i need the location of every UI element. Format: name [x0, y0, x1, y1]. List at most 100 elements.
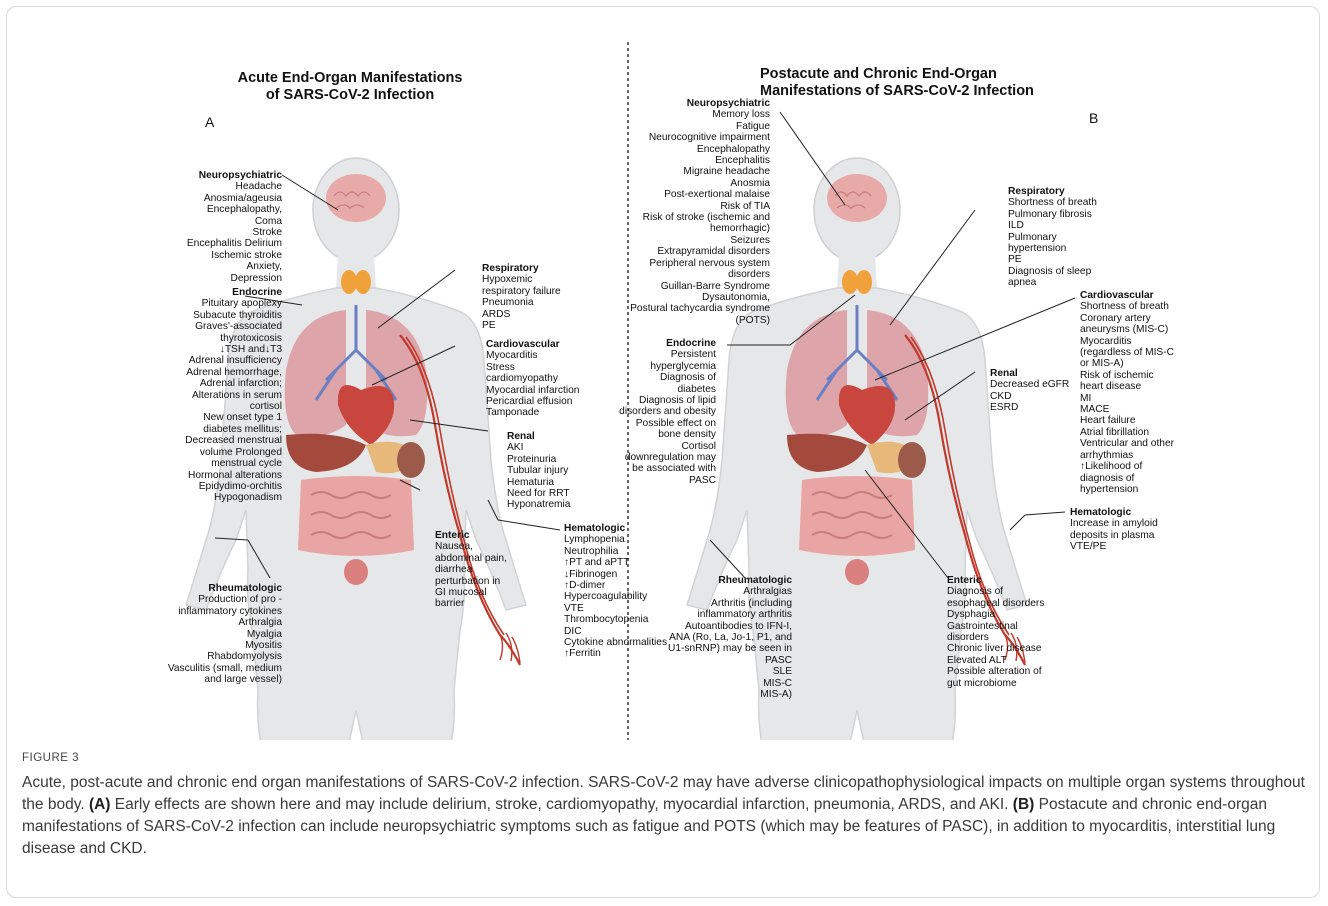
block-item: hyperglycemia	[619, 361, 716, 372]
block-item: Decreased eGFR	[990, 379, 1069, 390]
block-item: Anosmia	[630, 178, 770, 189]
block-item: Hypogonadism	[185, 492, 282, 503]
block-item: Gastrointestinal	[947, 621, 1044, 632]
block-heading: Endocrine	[185, 287, 282, 298]
block-item: Hypoxemic	[482, 274, 561, 285]
block-item: Pituitary apoplexy	[185, 298, 282, 309]
block-item: CKD	[990, 391, 1069, 402]
panel-a-hematologic: Hematologic Lymphopenia Neutrophilia ↑PT…	[564, 523, 667, 660]
block-item: Lymphopenia	[564, 534, 667, 545]
block-item: Peripheral nervous system	[630, 258, 770, 269]
block-item: Nausea,	[435, 541, 507, 552]
block-item: Myositis	[168, 640, 282, 651]
block-item: SLE	[668, 666, 792, 677]
block-item: Possible effect on	[619, 418, 716, 429]
block-item: VTE/PE	[1070, 541, 1158, 552]
panel-a-neuropsychiatric: Neuropsychiatric Headache Anosmia/ageusi…	[187, 170, 282, 284]
panel-b-neuropsychiatric: Neuropsychiatric Memory loss Fatigue Neu…	[630, 98, 770, 326]
block-item: Pulmonary fibrosis	[1008, 209, 1097, 220]
block-item: Alterations in serum	[185, 390, 282, 401]
block-heading: Rheumatologic	[668, 575, 792, 586]
block-item: Myalgia	[168, 629, 282, 640]
block-heading: Enteric	[435, 530, 507, 541]
block-item: be associated with	[619, 463, 716, 474]
block-item: ↑D-dimer	[564, 580, 667, 591]
block-item: Shortness of breath	[1080, 301, 1174, 312]
block-item: Possible alteration of	[947, 666, 1044, 677]
block-item: Decreased menstrual	[185, 435, 282, 446]
block-item: Diagnosis of lipid	[619, 395, 716, 406]
block-item: ANA (Ro, La, Jo-1, P1, and	[668, 632, 792, 643]
panel-b-endocrine: Endocrine Persistent hyperglycemia Diagn…	[619, 338, 716, 486]
block-item: Pulmonary	[1008, 232, 1097, 243]
block-item: Risk of stroke (ischemic and	[630, 212, 770, 223]
block-item: Arthralgia	[168, 617, 282, 628]
block-heading: Respiratory	[1008, 186, 1097, 197]
block-item: New onset type 1	[185, 412, 282, 423]
block-item: barrier	[435, 598, 507, 609]
block-item: Diagnosis of sleep	[1008, 266, 1097, 277]
panel-b-hematologic: Hematologic Increase in amyloid deposits…	[1070, 507, 1158, 553]
block-item: ↓Fibrinogen	[564, 569, 667, 580]
block-item: Hematuria	[507, 477, 570, 488]
block-item: Encephalitis	[630, 155, 770, 166]
block-item: abdominal pain,	[435, 553, 507, 564]
block-item: Shortness of breath	[1008, 197, 1097, 208]
block-item: ↓TSH and↓T3	[185, 344, 282, 355]
panel-a-endocrine: Endocrine Pituitary apoplexy Subacute th…	[185, 287, 282, 504]
block-item: Seizures	[630, 235, 770, 246]
block-item: Migraine headache	[630, 166, 770, 177]
block-heading: Cardiovascular	[1080, 290, 1174, 301]
block-item: inflammatory arthritis	[668, 609, 792, 620]
block-item: Diagnosis of	[947, 586, 1044, 597]
caption-a-text: Early effects are shown here and may inc…	[115, 796, 1009, 813]
block-item: ARDS	[482, 309, 561, 320]
block-item: Myocardial infarction	[486, 385, 579, 396]
block-item: Myocarditis	[1080, 336, 1174, 347]
caption-b-marker: (B)	[1013, 796, 1035, 813]
block-item: inflammatory cytokines	[168, 606, 282, 617]
block-heading: Neuropsychiatric	[187, 170, 282, 181]
block-item: Myocarditis	[486, 350, 579, 361]
block-item: Hormonal alterations	[185, 470, 282, 481]
block-item: disorders	[630, 269, 770, 280]
block-item: disorders	[947, 632, 1044, 643]
block-item: Risk of ischemic	[1080, 370, 1174, 381]
block-item: Pneumonia	[482, 297, 561, 308]
block-item: Guillan-Barre Syndrome	[630, 281, 770, 292]
block-item: Hypercoagulability	[564, 591, 667, 602]
block-item: Encephalopathy	[630, 144, 770, 155]
block-item: Risk of TIA	[630, 201, 770, 212]
block-item: diagnosis of	[1080, 473, 1174, 484]
block-item: Subacute thyroiditis	[185, 310, 282, 321]
panel-b-renal: Renal Decreased eGFR CKD ESRD	[990, 368, 1069, 414]
panel-a-title-line2: of SARS-CoV-2 Infection	[200, 87, 500, 104]
panel-a-rheumatologic: Rheumatologic Production of pro - inflam…	[168, 583, 282, 686]
block-item: thyrotoxicosis	[185, 333, 282, 344]
block-item: Tubular injury	[507, 465, 570, 476]
block-item: Neurocognitive impairment	[630, 132, 770, 143]
panel-a-title-line1: Acute End-Organ Manifestations	[200, 70, 500, 87]
block-item: arrhythmias	[1080, 450, 1174, 461]
block-item: and large vessel)	[168, 674, 282, 685]
block-heading: Hematologic	[564, 523, 667, 534]
block-item: (regardless of MIS-C	[1080, 347, 1174, 358]
panel-b-title-line2: Manifestations of SARS-CoV-2 Infection	[760, 83, 1090, 100]
block-item: deposits in plasma	[1070, 530, 1158, 541]
block-heading: Renal	[990, 368, 1069, 379]
block-item: ↑PT and aPTT	[564, 557, 667, 568]
block-item: Epidydimo-orchitis	[185, 481, 282, 492]
block-item: hypertension	[1080, 484, 1174, 495]
block-item: ESRD	[990, 402, 1069, 413]
block-item: Dysautonomia,	[630, 292, 770, 303]
block-item: Vasculitis (small, medium	[168, 663, 282, 674]
block-item: diabetes mellitus;	[185, 424, 282, 435]
block-item: Autoantibodies to IFN-I,	[668, 621, 792, 632]
block-item: Arthralgias	[668, 586, 792, 597]
block-item: Anosmia/ageusia	[187, 193, 282, 204]
block-item: Tamponade	[486, 407, 579, 418]
block-item: perturbation in	[435, 576, 507, 587]
block-heading: Enteric	[947, 575, 1044, 586]
panel-b-cardiovascular: Cardiovascular Shortness of breath Coron…	[1080, 290, 1174, 495]
block-item: Increase in amyloid	[1070, 518, 1158, 529]
